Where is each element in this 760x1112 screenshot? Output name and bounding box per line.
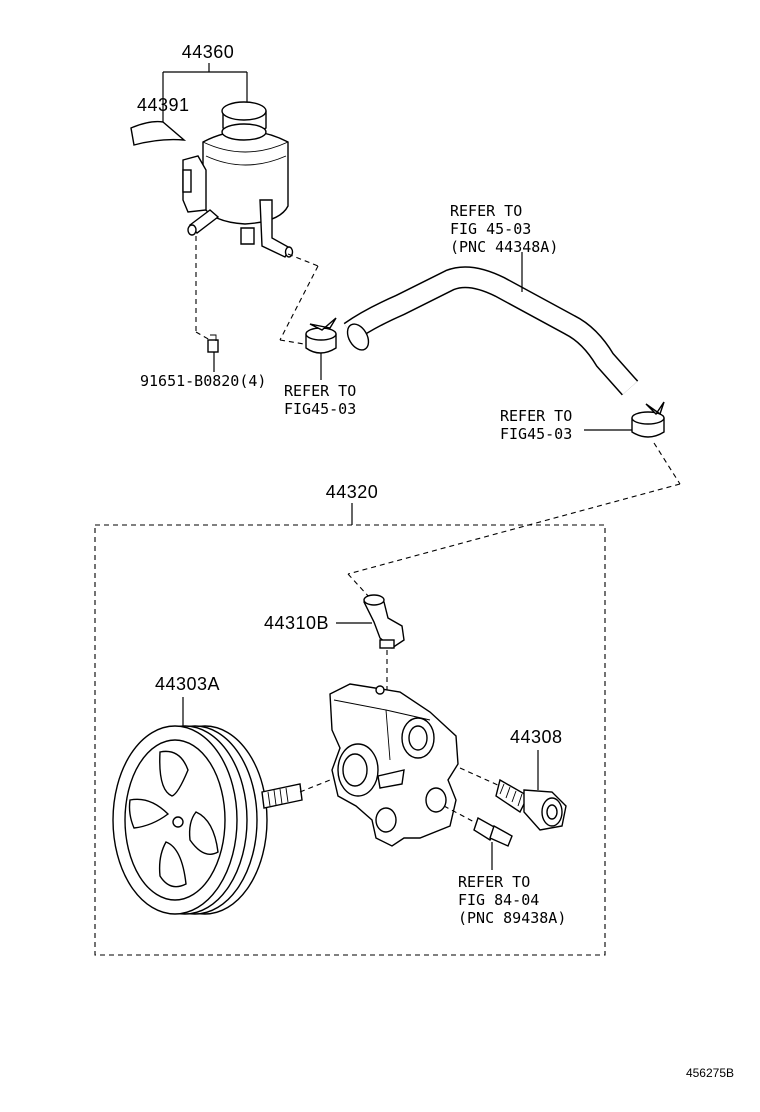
ref-hose-line3[interactable]: (PNC 44348A)	[450, 238, 558, 256]
sensor-dash	[443, 805, 479, 825]
valve-threads	[499, 783, 523, 807]
hose-clamp-right[interactable]	[631, 401, 665, 438]
pump-top-hole	[375, 685, 385, 695]
ref-hose-line2[interactable]: FIG 45-03	[450, 220, 531, 238]
reservoir-cap-top	[221, 101, 267, 121]
pulley-spoke-right	[188, 811, 219, 855]
pump-dash-2	[347, 483, 681, 575]
union-44310b[interactable]	[363, 594, 405, 649]
part-number-valve[interactable]: 44308	[510, 727, 563, 747]
bolt-head	[207, 339, 219, 353]
pump-mount-ear	[377, 769, 405, 789]
ref-sensor-line3[interactable]: (PNC 89438A)	[458, 909, 566, 927]
part-number-union[interactable]: 44310B	[264, 613, 329, 633]
part-number-pulley[interactable]: 44303A	[155, 674, 220, 694]
ref-clamp-right-line1[interactable]: REFER TO	[500, 407, 572, 425]
pulley-spoke-left	[128, 798, 170, 829]
ref-clamp-left-line1[interactable]: REFER TO	[284, 382, 356, 400]
pump-dash-3	[347, 573, 371, 599]
ref-sensor-line1[interactable]: REFER TO	[458, 873, 530, 891]
pump-outlet-port	[401, 717, 435, 759]
pressure-switch[interactable]	[473, 816, 513, 847]
pulley-spoke-top	[159, 750, 189, 797]
clamp-left-tab	[309, 317, 337, 331]
pulley-face	[124, 739, 226, 901]
union-top	[363, 594, 385, 606]
bolt-dash-line-2	[195, 331, 211, 341]
reservoir-outlet-stub	[240, 227, 255, 245]
pump-assembly-box	[94, 524, 606, 956]
pump-shaft-bore	[342, 753, 368, 787]
hose-fill	[344, 267, 638, 395]
reservoir-tank	[202, 130, 289, 225]
clamp-right-top	[631, 411, 665, 425]
part-number-bracket[interactable]: 44391	[137, 95, 190, 115]
power-steering-pump-body[interactable]	[329, 683, 459, 847]
pulley-spoke-bottom	[158, 841, 187, 888]
hose-clamp-left[interactable]	[305, 317, 337, 354]
valve-nut-face	[541, 797, 563, 827]
ref-sensor-line2[interactable]: FIG 84-04	[458, 891, 539, 909]
pulley-44303a[interactable]	[112, 725, 268, 915]
reservoir-tank-rim	[202, 141, 289, 153]
reservoir-neck	[221, 123, 267, 141]
outlet-dash-2	[279, 265, 319, 341]
valve-dash	[459, 767, 501, 787]
shaft-splines	[267, 787, 289, 807]
outlet-dash-1	[287, 253, 319, 267]
hose-end-left	[346, 323, 370, 351]
reservoir-mount-tab	[182, 169, 192, 193]
shaft-dash	[299, 775, 341, 793]
union-base	[379, 639, 395, 649]
pump-dash-1	[653, 442, 681, 485]
pulley-hub	[172, 816, 184, 828]
reservoir-left-nipple-end	[187, 224, 197, 236]
bracket-arrow-shape	[130, 120, 187, 146]
part-number-bolt[interactable]: 91651-B0820(4)	[140, 372, 266, 390]
sensor-tip	[489, 824, 513, 847]
pump-port-boss	[425, 787, 447, 813]
pump-shaft[interactable]	[261, 783, 303, 809]
valve-threaded-stem	[495, 778, 529, 814]
figure-id: 456275B	[686, 1066, 734, 1080]
reservoir-outlet-end	[284, 246, 294, 258]
pump-outlet-bore	[408, 725, 428, 751]
shaft-body	[261, 783, 303, 809]
bracket-44391[interactable]	[130, 120, 187, 146]
pump-housing-edge-mid	[385, 709, 391, 761]
ref-hose-line1[interactable]: REFER TO	[450, 202, 522, 220]
clamp-right-tab	[645, 401, 665, 416]
part-number-pump[interactable]: 44320	[326, 482, 379, 502]
bolt-part[interactable]	[207, 334, 219, 353]
pump-mount-boss	[375, 807, 397, 833]
valve-nut-bore	[546, 804, 558, 820]
pump-shaft-seal	[337, 743, 379, 797]
part-number-reservoir[interactable]: 44360	[182, 42, 235, 62]
flow-control-valve-44308[interactable]	[495, 778, 567, 831]
ref-clamp-right-line2[interactable]: FIG45-03	[500, 425, 572, 443]
reservoir-tank-band	[205, 155, 287, 166]
return-hose[interactable]	[343, 266, 639, 396]
reservoir-assembly[interactable]	[162, 63, 294, 258]
bolt-thread	[210, 334, 217, 341]
ref-clamp-left-line2[interactable]: FIG45-03	[284, 400, 356, 418]
